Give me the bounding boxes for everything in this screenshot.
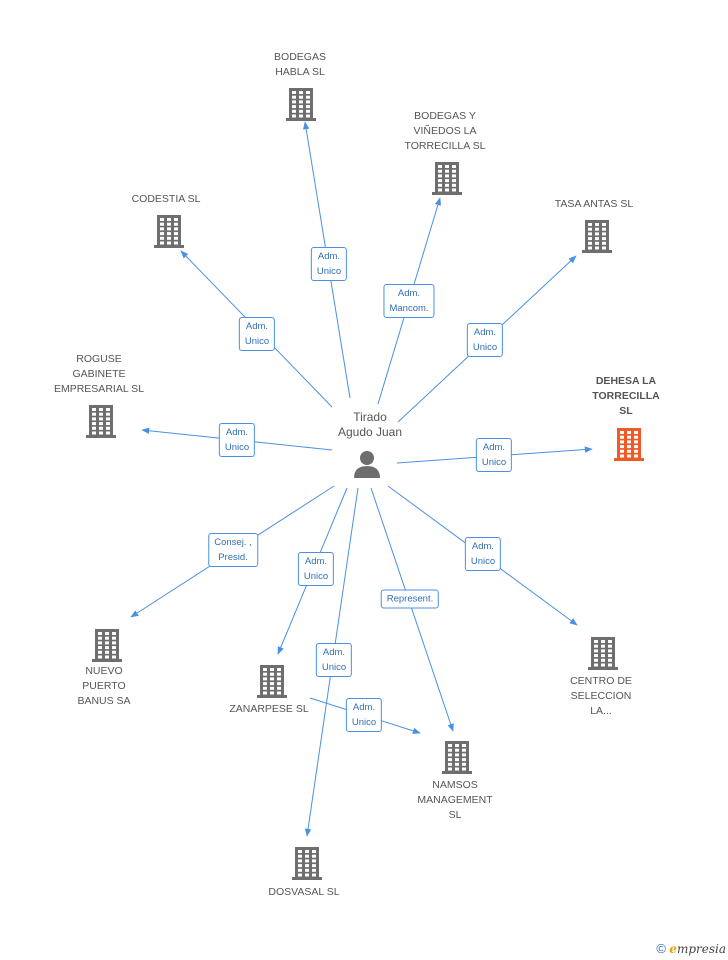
company-label-codestia[interactable]: CODESTIA SL [132,192,201,207]
company-label-line: HABLA SL [275,66,325,78]
company-label-line: SL [619,405,633,417]
role-badge-line: Adm. [473,327,497,338]
company-label-line: CENTRO DE [570,675,632,687]
role-badge-line: Unico [481,457,507,468]
company-label-bodegas-vinedos[interactable]: BODEGAS Y VIÑEDOS LA TORRECILLA SL [405,109,486,154]
company-label-zanarpese[interactable]: ZANARPESE SL [229,702,308,717]
edge-center-to-namsos [370,487,454,732]
company-label-line: SL [448,809,462,821]
role-badge-line: Unico [303,571,329,582]
role-badge-line: Adm. [322,647,346,658]
role-badge-centro[interactable]: Adm. Unico [464,537,502,571]
company-label-line: BODEGAS [274,51,326,63]
building-icon-tasa-antas[interactable] [582,220,612,253]
company-label-bodegas-habla[interactable]: BODEGAS HABLA SL [274,50,326,80]
company-label-line: VIÑEDOS LA [413,125,477,137]
building-icon-dehesa[interactable] [614,428,644,461]
role-badge-line: Adm. [471,541,495,552]
company-label-line: TORRECILLA [592,390,660,402]
company-label-centro[interactable]: CENTRO DE SELECCION LA... [570,674,632,719]
company-label-dosvasal[interactable]: DOSVASAL SL [268,885,339,900]
role-badge-line: Adm. [482,442,506,453]
company-label-roguse[interactable]: ROGUSE GABINETE EMPRESARIAL SL [54,352,144,397]
person-icon[interactable] [354,451,380,478]
company-label-line: TORRECILLA SL [404,140,486,152]
role-badge-line: Unico [470,556,496,567]
building-icon-zanarpese[interactable] [257,665,287,698]
company-label-nuevo-puerto[interactable]: NUEVO PUERTO BANUS SA [77,664,130,709]
role-badge-namsos[interactable]: Represent. [380,589,440,609]
building-icon-bodegas-vinedos[interactable] [432,162,462,195]
company-label-line: DOSVASAL SL [268,886,340,898]
company-label-line: BODEGAS Y [414,110,476,122]
role-badge-line: Unico [224,442,250,453]
role-badge-line: Unico [351,717,377,728]
role-badge-line: Adm. [304,556,328,567]
role-badge-line: Unico [316,266,342,277]
role-badge-roguse[interactable]: Adm. Unico [218,423,256,457]
footer-brand: © empresia [656,941,726,956]
company-label-line: LA... [590,705,612,717]
company-label-line: NAMSOS [432,779,478,791]
building-icon-namsos[interactable] [442,741,472,774]
building-icon-dosvasal[interactable] [292,847,322,880]
role-badge-tasa-antas[interactable]: Adm. Unico [466,323,504,357]
company-label-line: GABINETE [72,368,126,380]
company-label-line: EMPRESARIAL SL [53,383,145,395]
role-badge-nuevo-puerto[interactable]: Consej. , Presid. [208,533,258,567]
role-badge-line: Presid. [218,552,248,563]
role-badge-line: Represent. [386,593,434,605]
company-label-line: TASA ANTAS SL [554,198,634,210]
role-badge-dosvasal[interactable]: Adm. Unico [315,643,353,677]
role-badge-line: Adm. [245,321,269,332]
company-label-line: ZANARPESE SL [229,703,309,715]
role-badge-line: Unico [244,336,270,347]
company-label-namsos[interactable]: NAMSOS MANAGEMENT SL [417,778,492,823]
company-label-line: SELECCION [570,690,632,702]
role-badge-line: Mancom. [389,303,429,314]
company-label-line: BANUS SA [77,695,131,707]
role-badge-dehesa[interactable]: Adm. Unico [475,438,513,472]
brand-logo[interactable]: empresia [669,942,726,956]
role-badge-codestia[interactable]: Adm. Unico [238,317,276,351]
company-label-dehesa[interactable]: DEHESA LA TORRECILLA SL [592,374,659,419]
role-badge-line: Adm. [225,427,249,438]
role-badge-zanarpese[interactable]: Adm. Unico [297,552,335,586]
company-label-line: DEHESA LA [595,375,657,387]
company-label-line: ROGUSE [76,353,122,365]
role-badge-line: Adm. [317,251,341,262]
company-label-line: CODESTIA SL [131,193,201,205]
company-label-line: NUEVO [85,665,123,677]
person-name-line: Tirado [353,410,387,424]
role-badge-line: Unico [321,662,347,673]
role-badge-line: Adm. [352,702,376,713]
company-label-line: MANAGEMENT [417,794,493,806]
person-name-line: Agudo Juan [337,425,403,439]
building-icon-centro[interactable] [588,637,618,670]
building-icon-nuevo-puerto[interactable] [92,629,122,662]
copyright-symbol: © [656,941,666,956]
role-badge-line: Consej. , [214,537,252,548]
building-icon-roguse[interactable] [86,405,116,438]
role-badge-namsos-from-zanarpese[interactable]: Adm. Unico [345,698,383,732]
role-badge-line: Unico [472,342,498,353]
company-label-tasa-antas[interactable]: TASA ANTAS SL [555,197,633,212]
role-badge-line: Adm. [397,288,421,299]
building-icon-codestia[interactable] [154,215,184,248]
building-icon-bodegas-habla[interactable] [286,88,316,121]
role-badge-bodegas-vinedos[interactable]: Adm. Mancom. [383,284,435,318]
company-label-line: PUERTO [82,680,126,692]
role-badge-bodegas-habla[interactable]: Adm. Unico [310,247,348,281]
